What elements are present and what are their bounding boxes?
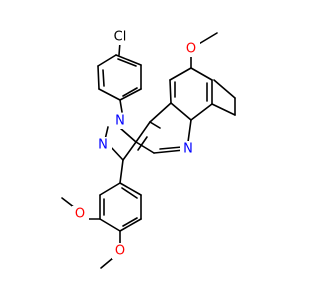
bond [99, 182, 121, 196]
bond [135, 121, 151, 143]
bond [119, 159, 124, 184]
bond [122, 141, 137, 161]
bond [169, 79, 172, 104]
bond [102, 69, 105, 87]
bond [119, 99, 123, 113]
bond [187, 119, 192, 143]
bond [117, 58, 137, 67]
bond [213, 79, 236, 99]
bond [97, 54, 117, 67]
bond [119, 127, 137, 143]
atom-nitrogen-2: N [95, 137, 112, 153]
atom-label-o-top: O [186, 42, 196, 57]
atom-chlorine: Cl [108, 29, 132, 45]
bond [169, 67, 192, 81]
atom-nitrogen-5: N [180, 141, 197, 157]
atom-labels: Cl N N N O O O [72, 29, 200, 259]
atom-oxygen-middle: O [72, 206, 89, 222]
bond [153, 149, 185, 154]
bond [121, 187, 138, 199]
bond [119, 182, 142, 196]
bond [100, 257, 114, 269]
bond [137, 136, 148, 151]
atom-label-o-bot: O [115, 244, 125, 259]
atom-nitrogen-1: N [112, 113, 129, 129]
bond [170, 102, 192, 121]
bond [211, 103, 236, 116]
bond [119, 218, 142, 232]
bond [159, 146, 183, 150]
atom-label-n1: N [115, 114, 125, 129]
bond [99, 218, 121, 232]
atom-label-n5: N [183, 142, 193, 157]
atom-label-n2: N [98, 138, 108, 153]
chemical-structure-diagram: Cl N N N O O O [61, 29, 236, 269]
bond [98, 88, 121, 101]
bond [122, 87, 138, 97]
bond [190, 67, 213, 81]
bond [115, 54, 142, 66]
bond [149, 102, 172, 123]
bond [196, 32, 218, 46]
atom-label-cl: Cl [114, 30, 127, 45]
bond [190, 103, 213, 121]
atom-label-o-mid: O [75, 207, 85, 222]
bond [149, 121, 161, 129]
atom-oxygen-top: O [183, 41, 200, 57]
bond [122, 217, 138, 227]
bond [97, 65, 100, 90]
bond [119, 88, 142, 101]
atom-oxygen-bottom: O [112, 243, 129, 259]
bonds [61, 32, 236, 269]
bond [135, 141, 155, 154]
